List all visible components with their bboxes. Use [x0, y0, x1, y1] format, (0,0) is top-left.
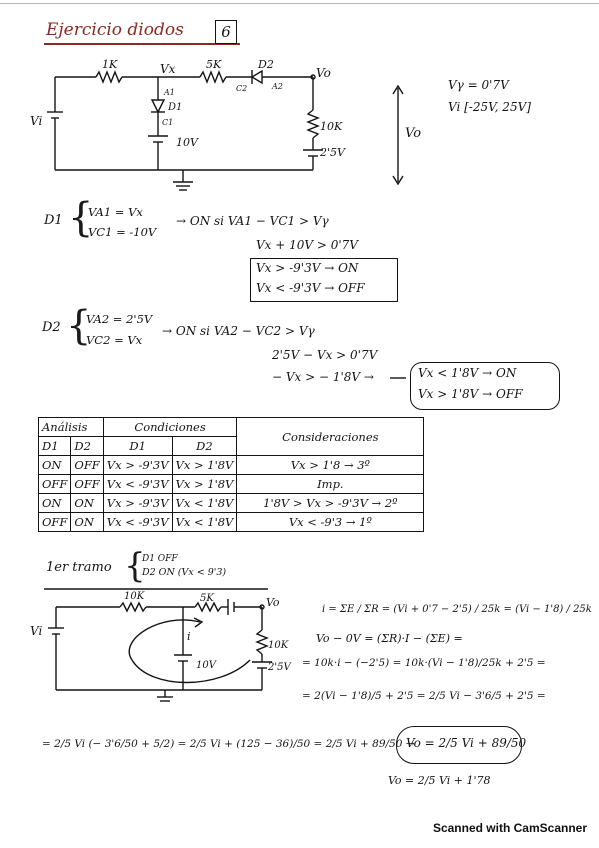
d2-title: D2 — [42, 320, 61, 335]
d1-title: D1 — [44, 213, 63, 228]
tramo-cond1: D1 OFF — [142, 554, 178, 564]
cell-cond2: Vx < 1'8V — [171, 512, 238, 532]
r1-label: 1K — [102, 58, 118, 71]
battery2-label: 2'5V — [320, 146, 345, 159]
cell-cond1: Vx > -9'3V — [102, 455, 173, 475]
top-divider — [0, 3, 599, 4]
calc-line-3: = 10k·i − (−2'5) = 10k·(Vi − 1'8)/25k + … — [302, 657, 546, 669]
page-title: Ejercicio diodos — [46, 20, 184, 40]
table-row: OFF ON Vx < -9'3V Vx < 1'8V Vx < -9'3 → … — [37, 512, 425, 532]
d2-result-on: Vx < 1'8V → ON — [418, 366, 517, 380]
calc-line-1: i = ΣE / ΣR = (Vi + 0'7 − 2'5) / 25k = (… — [322, 604, 592, 615]
c1-label: C1 — [162, 118, 174, 127]
d1-condition: → ON si VA1 − VC1 > Vγ — [176, 214, 329, 228]
header-cond-d2: D2 — [171, 436, 238, 456]
d1-brace: { — [68, 195, 94, 241]
vx-node-label: Vx — [160, 62, 176, 76]
calc-line-5: = 2/5 Vi (− 3'6/50 + 5/2) = 2/5 Vi + (12… — [42, 738, 415, 750]
d1-label: D1 — [168, 102, 183, 113]
c2-battery1-label: 10V — [196, 660, 216, 671]
exercise-number: 6 — [215, 20, 237, 44]
cell-consideration: 1'8V > Vx > -9'3V → 2º — [236, 493, 425, 513]
cell-cond2: Vx < 1'8V — [171, 493, 238, 513]
gamma-voltage: Vγ = 0'7V — [448, 78, 509, 92]
header-analisis: Análisis — [38, 417, 104, 437]
cell-d2: ON — [70, 512, 104, 532]
c2-r2-label: 5K — [200, 593, 214, 604]
table-row: ON OFF Vx > -9'3V Vx > 1'8V Vx > 1'8 → 3… — [37, 455, 425, 475]
d1-result-box — [250, 258, 398, 302]
scanner-watermark: Scanned with CamScanner — [432, 821, 587, 835]
table-header-row: Análisis Condiciones Consideraciones — [38, 417, 425, 456]
d2-result-off: Vx > 1'8V → OFF — [418, 387, 523, 401]
c2-vo-label: Vo — [266, 596, 280, 609]
tramo-cond2: D2 ON (Vx < 9'3) — [142, 567, 227, 578]
calc-line-4: = 2(Vi − 1'8)/5 + 2'5 = 2/5 Vi − 3'6/5 +… — [302, 690, 546, 702]
title-underline — [44, 43, 240, 45]
calc-line-6: Vo = 2/5 Vi + 1'78 — [388, 774, 491, 787]
battery1-label: 10V — [176, 136, 198, 149]
cell-d2: OFF — [70, 455, 104, 475]
cell-cond2: Vx > 1'8V — [171, 455, 238, 475]
header-cond-d1: D1 — [102, 436, 173, 456]
cell-d1: OFF — [37, 474, 72, 494]
final-result-oval — [396, 726, 522, 764]
cell-cond1: Vx < -9'3V — [102, 512, 173, 532]
d1-eq-anode: VA1 = Vx — [88, 205, 143, 219]
header-d1: D1 — [37, 436, 72, 456]
r3-label: 10K — [320, 120, 343, 133]
cell-d1: ON — [37, 493, 72, 513]
r2-label: 5K — [206, 58, 222, 71]
vo-arrow-label: Vo — [405, 126, 422, 141]
table-row: ON ON Vx > -9'3V Vx < 1'8V 1'8V > Vx > -… — [37, 493, 425, 513]
d2-step2: − Vx > − 1'8V → — [272, 370, 374, 384]
cell-d2: ON — [70, 493, 104, 513]
a1-label: A1 — [164, 88, 175, 97]
cell-cond1: Vx < -9'3V — [102, 474, 173, 494]
table-row: OFF OFF Vx < -9'3V Vx > 1'8V Imp. — [37, 474, 425, 494]
d1-result-on: Vx > -9'3V → ON — [256, 261, 359, 275]
a2-label: A2 — [272, 82, 283, 91]
header-d2: D2 — [70, 436, 104, 456]
header-consideraciones: Consideraciones — [236, 417, 425, 456]
cell-consideration: Vx < -9'3 → 1º — [236, 512, 425, 532]
tramo-label: 1er tramo — [46, 560, 112, 575]
final-result: Vo = 2/5 Vi + 89/50 — [406, 736, 527, 750]
cell-d2: OFF — [70, 474, 104, 494]
d1-eq-cathode: VC1 = -10V — [88, 225, 157, 239]
d2-label: D2 — [258, 58, 274, 71]
c2-r1-label: 10K — [124, 591, 145, 602]
d2-condition: → ON si VA2 − VC2 > Vγ — [162, 324, 315, 338]
tramo-brace: { — [124, 546, 146, 586]
header-condiciones: Condiciones — [102, 417, 238, 437]
c2-battery2-label: 2'5V — [268, 662, 291, 673]
d1-result-off: Vx < -9'3V → OFF — [256, 281, 365, 295]
vo-node-label: Vo — [316, 66, 331, 80]
vi-range: Vi [-25V, 25V] — [448, 100, 531, 114]
table-subheader-row: D1 D2 D1 D2 — [37, 436, 424, 456]
d2-step1: 2'5V − Vx > 0'7V — [272, 348, 378, 362]
d2-eq-anode: VA2 = 2'5V — [86, 312, 153, 326]
c2-current-label: i — [187, 630, 191, 643]
cell-cond2: Vx > 1'8V — [171, 474, 238, 494]
cell-d1: ON — [37, 455, 72, 475]
cell-d1: OFF — [37, 512, 72, 532]
c2-r3-label: 10K — [268, 640, 289, 651]
cell-consideration: Vx > 1'8 → 3º — [236, 455, 425, 475]
cell-consideration: Imp. — [236, 474, 425, 494]
calc-line-2: Vo − 0V = (ΣR)·I − (ΣE) = — [316, 632, 463, 645]
c2-label: C2 — [236, 84, 248, 93]
analysis-table: Análisis Condiciones Consideraciones D1 … — [37, 417, 425, 532]
d2-result-oval — [410, 362, 560, 410]
d2-eq-cathode: VC2 = Vx — [86, 333, 143, 347]
d2-brace: { — [66, 303, 92, 349]
vi-source-label: Vi — [30, 114, 43, 128]
cell-cond1: Vx > -9'3V — [102, 493, 173, 513]
d1-step: Vx + 10V > 0'7V — [256, 238, 358, 252]
c2-vi-label: Vi — [30, 624, 43, 638]
